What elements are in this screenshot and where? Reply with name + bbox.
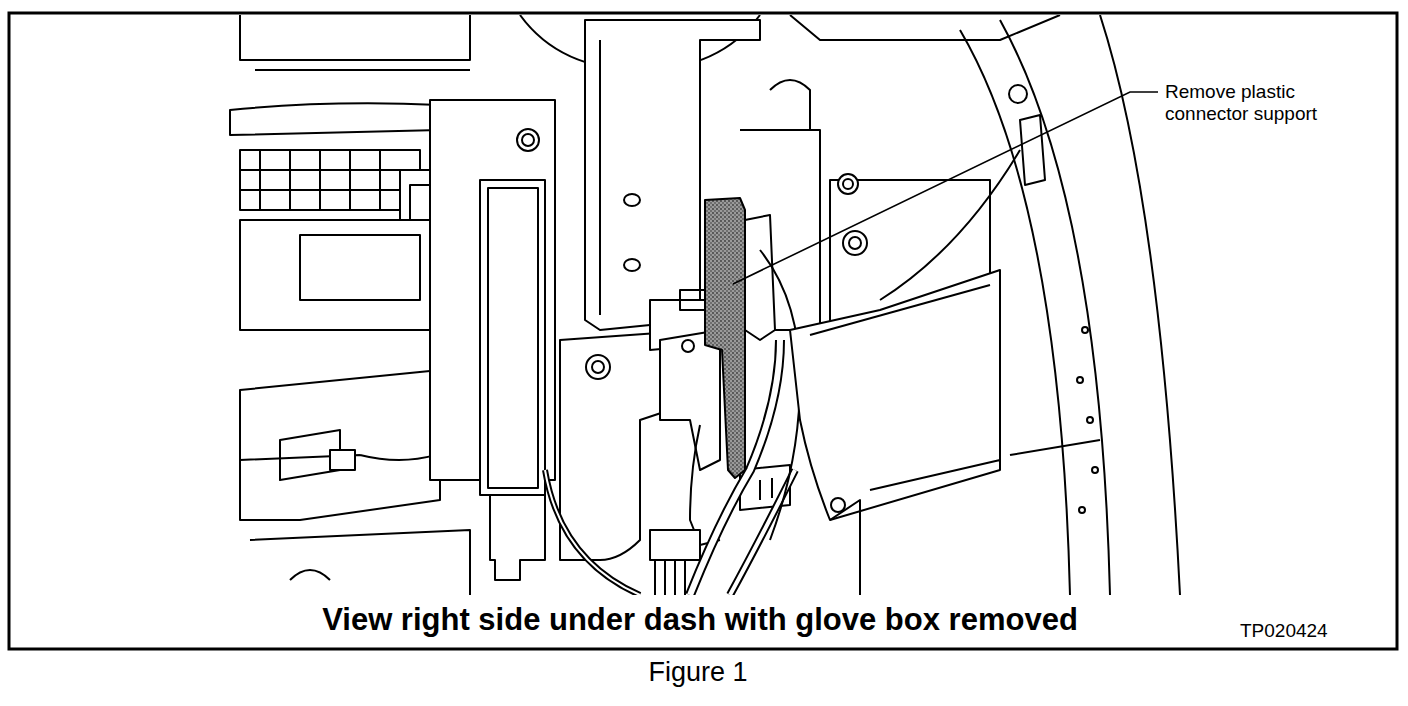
- figure-frame: [9, 13, 1397, 649]
- figure-code: TP020424: [1240, 620, 1380, 642]
- callout-label: Remove plastic connector support: [1165, 81, 1340, 125]
- figure-caption: Figure 1: [560, 657, 836, 688]
- view-heading: View right side under dash with glove bo…: [40, 602, 1360, 638]
- connector-support: [705, 198, 745, 478]
- under-dash-parts: [230, 15, 1180, 595]
- leader-line: [733, 92, 1158, 284]
